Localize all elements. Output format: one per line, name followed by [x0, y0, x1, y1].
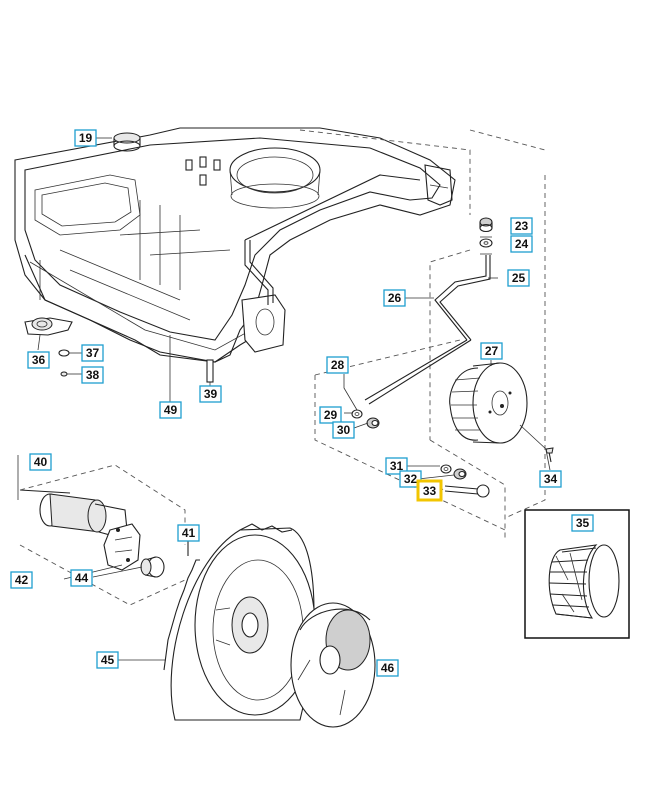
part-40-motor	[17, 455, 141, 571]
svg-text:27: 27	[485, 344, 499, 358]
callout-46[interactable]: 46	[376, 659, 399, 677]
svg-text:24: 24	[515, 237, 529, 251]
part-44-coupling	[140, 556, 165, 578]
part-37-washer	[58, 349, 82, 357]
callout-26[interactable]: 26	[383, 289, 406, 307]
callout-49[interactable]: 49	[159, 401, 182, 419]
callout-25[interactable]: 25	[507, 269, 530, 287]
svg-text:49: 49	[164, 403, 178, 417]
part-19-cap	[96, 132, 141, 152]
callout-24[interactable]: 24	[510, 235, 533, 253]
callout-39[interactable]: 39	[199, 385, 222, 403]
svg-text:46: 46	[381, 661, 395, 675]
part-29-washer	[351, 409, 363, 419]
svg-text:38: 38	[86, 368, 100, 382]
svg-text:30: 30	[337, 423, 351, 437]
svg-text:32: 32	[404, 472, 418, 486]
callout-34[interactable]: 34	[539, 470, 562, 488]
part-23-nut	[479, 217, 493, 233]
callout-23[interactable]: 23	[510, 217, 533, 235]
callout-29[interactable]: 29	[319, 406, 342, 424]
part-45-rear-wheel	[163, 523, 316, 721]
svg-text:33: 33	[423, 484, 437, 498]
callout-37[interactable]: 37	[81, 344, 104, 362]
wheel-assembly-outline	[299, 129, 546, 540]
part-33-bolt	[444, 484, 490, 498]
svg-text:25: 25	[512, 271, 526, 285]
callout-41[interactable]: 41	[177, 524, 200, 542]
svg-text:19: 19	[79, 131, 93, 145]
svg-text:42: 42	[15, 573, 29, 587]
callout-44[interactable]: 44	[70, 569, 93, 587]
callout-31[interactable]: 31	[385, 457, 408, 475]
svg-text:28: 28	[331, 358, 345, 372]
chassis-body	[14, 127, 456, 363]
callout-30[interactable]: 30	[332, 421, 355, 439]
callout-33[interactable]: 33	[416, 479, 443, 502]
svg-text:29: 29	[324, 408, 338, 422]
callout-28[interactable]: 28	[326, 356, 349, 374]
svg-text:31: 31	[390, 459, 404, 473]
svg-text:39: 39	[204, 387, 218, 401]
part-36-bracket	[24, 317, 73, 351]
callout-19[interactable]: 19	[74, 129, 97, 147]
part-32-bushing	[453, 468, 467, 480]
svg-text:44: 44	[75, 571, 89, 585]
part-27-wheel	[449, 362, 528, 444]
svg-text:41: 41	[182, 526, 196, 540]
callout-35[interactable]: 35	[571, 514, 594, 532]
svg-text:36: 36	[32, 353, 46, 367]
svg-text:26: 26	[388, 291, 402, 305]
callout-27[interactable]: 27	[480, 342, 503, 360]
part-34-screw	[519, 424, 554, 463]
part-46-hub-cover	[290, 602, 376, 728]
part-30-bushing	[366, 417, 380, 429]
part-35-wheel-tread	[548, 544, 620, 619]
callout-32[interactable]: 32	[399, 470, 422, 488]
svg-text:23: 23	[515, 219, 529, 233]
callout-40[interactable]: 40	[29, 453, 52, 471]
part-38-screw	[60, 371, 82, 377]
svg-text:34: 34	[544, 472, 558, 486]
callout-45[interactable]: 45	[96, 651, 119, 669]
part-24-washer	[479, 238, 493, 248]
svg-text:40: 40	[34, 455, 48, 469]
callout-38[interactable]: 38	[81, 366, 104, 384]
part-31-washer	[440, 464, 452, 474]
callout-36[interactable]: 36	[27, 351, 50, 369]
part-26-rod	[364, 255, 491, 405]
callout-42[interactable]: 42	[10, 571, 33, 589]
svg-text:35: 35	[576, 516, 590, 530]
svg-text:37: 37	[86, 346, 100, 360]
svg-text:45: 45	[101, 653, 115, 667]
